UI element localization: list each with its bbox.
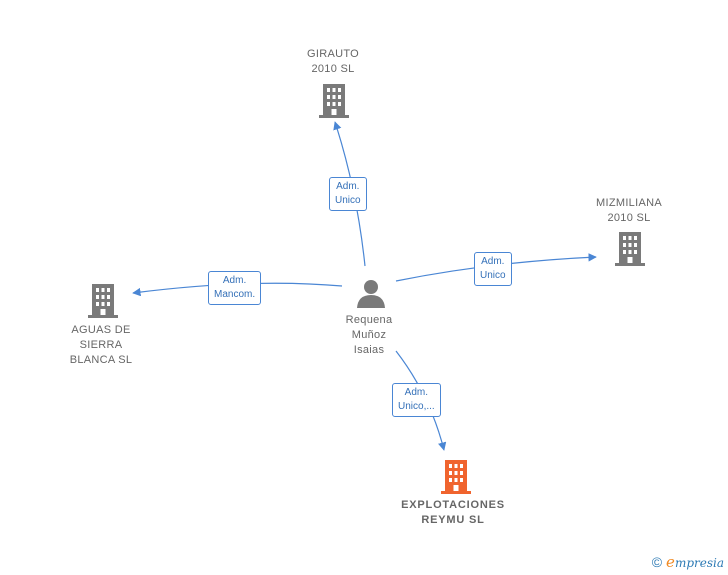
edge-label-mizmiliana[interactable]: Adm. Unico [474, 252, 512, 286]
edge-label-aguas[interactable]: Adm. Mancom. [208, 271, 262, 305]
building-icon[interactable] [319, 84, 349, 118]
company-label-girauto[interactable]: GIRAUTO 2010 SL [306, 48, 360, 75]
building-icon[interactable] [615, 232, 645, 266]
copyright-symbol: © [651, 554, 663, 570]
company-label-explotaciones[interactable]: EXPLOTACIONES REYMU SL [401, 499, 505, 526]
building-icon[interactable] [441, 460, 471, 494]
person-icon[interactable] [356, 279, 386, 308]
building-icon[interactable] [88, 284, 118, 318]
empresia-logo[interactable]: empresia [666, 553, 724, 571]
footer-branding: © empresia [652, 553, 724, 571]
edge-label-girauto[interactable]: Adm. Unico [329, 177, 367, 211]
company-label-mizmiliana[interactable]: MIZMILIANA 2010 SL [596, 197, 662, 224]
company-label-aguas[interactable]: AGUAS DE SIERRA BLANCA SL [69, 324, 133, 366]
person-label[interactable]: Requena Muñoz Isaias [345, 314, 393, 356]
edge-label-explotaciones[interactable]: Adm. Unico,... [392, 383, 441, 417]
